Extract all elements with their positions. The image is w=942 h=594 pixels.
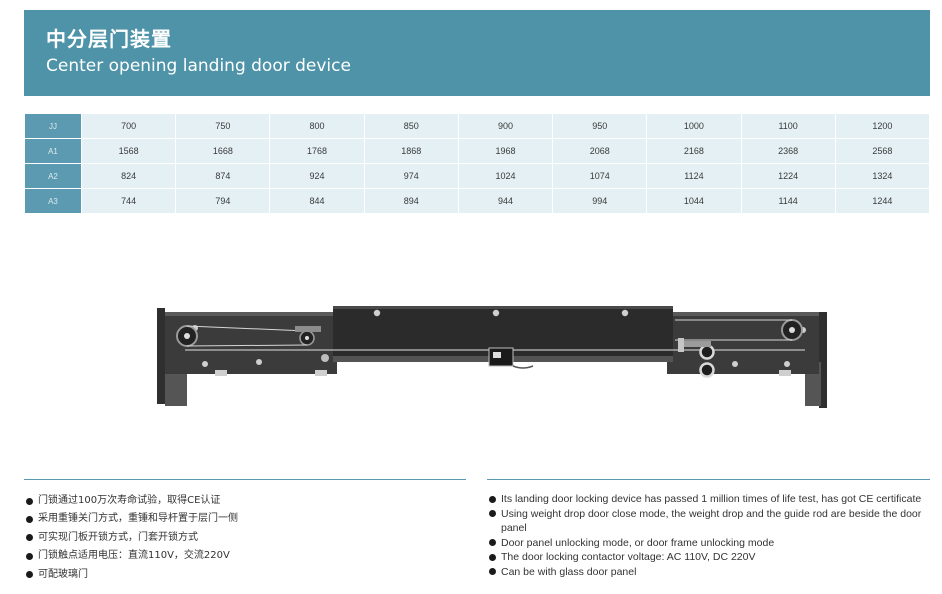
row-header: A3	[25, 189, 81, 213]
bullet-icon	[26, 534, 33, 542]
table-cell: 2068	[553, 139, 647, 163]
row-header: A2	[25, 164, 81, 188]
table-cell: 2368	[741, 139, 835, 163]
bullet-icon	[489, 495, 496, 503]
list-item: The door locking contactor voltage: AC 1…	[489, 550, 934, 565]
table-cell: 2568	[835, 139, 929, 163]
lock-roller	[699, 362, 715, 378]
title-english: Center opening landing door device	[46, 56, 351, 76]
list-item: 门锁触点适用电压：直流110V，交流220V	[26, 547, 466, 565]
right-bracket	[819, 312, 827, 408]
table-cell: 700	[82, 114, 176, 138]
bullet-icon	[26, 515, 33, 523]
bullet-icon	[489, 553, 496, 561]
list-item: 可配玻璃门	[26, 566, 466, 584]
bullet-icon	[489, 568, 496, 576]
divider-left	[24, 479, 466, 480]
table-cell: 1074	[553, 164, 647, 188]
left-bracket	[157, 308, 165, 404]
table-cell: 850	[364, 114, 458, 138]
table-cell: 844	[270, 189, 364, 213]
table-cell: 1000	[647, 114, 741, 138]
bullet-icon	[489, 510, 496, 518]
table-cell: 2168	[647, 139, 741, 163]
table-cell: 1024	[458, 164, 553, 188]
divider-right	[487, 479, 930, 480]
table-cell: 1244	[835, 189, 929, 213]
list-item: Can be with glass door panel	[489, 565, 934, 580]
list-item: 可实现门板开锁方式，门套开锁方式	[26, 529, 466, 547]
list-item: 采用重锤关门方式，重锤和导杆置于层门一侧	[26, 510, 466, 528]
table-cell: 894	[364, 189, 458, 213]
table-cell: 1568	[82, 139, 176, 163]
table-cell: 1868	[364, 139, 458, 163]
table-cell: 994	[553, 189, 647, 213]
table-cell: 1324	[835, 164, 929, 188]
table-cell: 874	[176, 164, 270, 188]
table-cell: 1124	[647, 164, 741, 188]
table-cell: 974	[364, 164, 458, 188]
table-cell: 1768	[270, 139, 364, 163]
bullet-icon	[26, 571, 33, 579]
table-cell: 824	[82, 164, 176, 188]
table-cell: 1100	[741, 114, 835, 138]
bullet-icon	[26, 552, 33, 560]
bullet-icon	[26, 497, 33, 505]
row-header: A1	[25, 139, 81, 163]
feature-list-chinese: 门锁通过100万次寿命试验，取得CE认证 采用重锤关门方式，重锤和导杆置于层门一…	[26, 492, 466, 584]
list-item: Its landing door locking device has pass…	[489, 492, 934, 507]
title-chinese: 中分层门装置	[46, 27, 172, 51]
feature-list-english: Its landing door locking device has pass…	[489, 492, 934, 580]
list-item: Using weight drop door close mode, the w…	[489, 507, 934, 536]
table-cell: 794	[176, 189, 270, 213]
table-cell: 1144	[741, 189, 835, 213]
row-header: JJ	[25, 114, 81, 138]
table-cell: 1044	[647, 189, 741, 213]
bolt	[373, 309, 381, 317]
table-cell: 1200	[835, 114, 929, 138]
table-cell: 950	[553, 114, 647, 138]
bolt	[621, 309, 629, 317]
list-item: Door panel unlocking mode, or door frame…	[489, 536, 934, 551]
door-device-illustration	[157, 306, 827, 408]
lock-roller	[699, 344, 715, 360]
table-cell: 750	[176, 114, 270, 138]
title-banner: 中分层门装置 Center opening landing door devic…	[24, 10, 930, 96]
table-cell: 744	[82, 189, 176, 213]
table-cell: 900	[458, 114, 553, 138]
bullet-icon	[489, 539, 496, 547]
table-cell: 800	[270, 114, 364, 138]
table-cell: 944	[458, 189, 553, 213]
list-item: 门锁通过100万次寿命试验，取得CE认证	[26, 492, 466, 510]
table-cell: 1224	[741, 164, 835, 188]
table-cell: 1968	[458, 139, 553, 163]
table-cell: 924	[270, 164, 364, 188]
bolt	[492, 309, 500, 317]
table-cell: 1668	[176, 139, 270, 163]
